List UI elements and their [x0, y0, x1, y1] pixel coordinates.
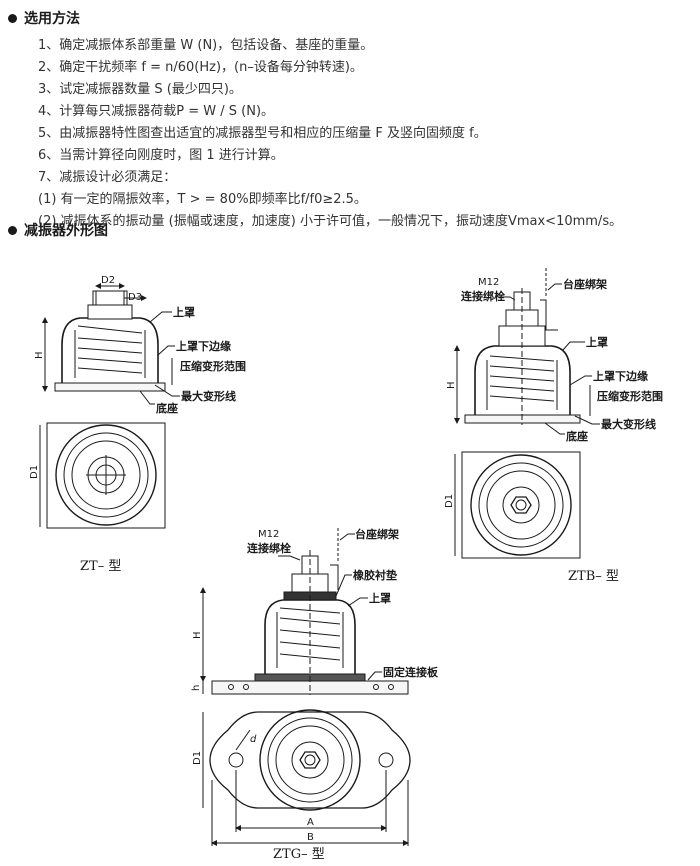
step-4: 4、计算每只减振器荷载P = W / S (N)。	[38, 104, 275, 119]
section-heading-outline: 减振器外形图	[8, 220, 108, 240]
bullet-icon	[8, 13, 17, 23]
zt-dim-h: H	[34, 351, 45, 359]
ztg-dim-d: d	[250, 734, 257, 745]
ztg-side-view	[200, 528, 409, 695]
step-7-2: (2) 减振体系的振动量 (振幅或速度，加速度) 小于许可值，一般情况下，振动速…	[38, 214, 623, 229]
step-3: 3、试定减振器数量 S (最少四只)。	[38, 82, 242, 97]
ztg-dim-m12: M12	[258, 529, 279, 540]
ztg-label-top-cover: 上罩	[369, 591, 391, 605]
zt-label-base: 底座	[156, 401, 178, 415]
ztb-dim-m12: M12	[478, 277, 499, 288]
ztg-label-bracket: 台座绑架	[355, 527, 399, 541]
ztb-label-cover-lower-edge: 上罩下边缘	[593, 369, 648, 383]
ztb-label-base: 底座	[566, 429, 588, 443]
ztg-label-bolt: 连接绑栓	[247, 541, 291, 555]
ztg-dim-h: H	[192, 631, 203, 639]
zt-label-compress-range: 压缩变形范围	[180, 359, 246, 373]
zt-top-view	[39, 422, 166, 529]
ztb-label-bolt: 连接绑栓	[461, 289, 505, 303]
section-title: 选用方法	[24, 11, 80, 27]
ztb-label-bracket: 台座绑架	[563, 277, 607, 291]
ztb-model-label: ZTB– 型	[568, 569, 619, 584]
zt-label-cover-lower-edge: 上罩下边缘	[176, 339, 231, 353]
ztg-dim-h-small: h	[191, 685, 202, 691]
step-7: 7、减振设计必须满足：	[38, 170, 177, 185]
zt-dim-d2: D2	[101, 275, 115, 286]
zt-dim-d3: D3	[128, 292, 142, 303]
bullet-icon	[8, 225, 17, 235]
ztb-side-view	[454, 268, 600, 435]
zt-label-max-deform: 最大变形线	[181, 389, 236, 403]
zt-label-top-cover: 上罩	[173, 305, 195, 319]
ztg-label-fixed-plate: 固定连接板	[383, 665, 439, 679]
ztb-dim-h: H	[446, 381, 457, 389]
zt-side-view	[42, 283, 180, 405]
step-5: 5、由减振器特性图查出适宜的减振器型号和相应的压缩量 F 及竖向固频度 f。	[38, 126, 487, 141]
step-7-1: (1) 有一定的隔振效率，T > = 80%即频率比f/f0≥2.5。	[38, 192, 367, 207]
ztg-top-view	[202, 709, 411, 846]
zt-model-label: ZT– 型	[80, 559, 121, 574]
section-title: 减振器外形图	[24, 223, 108, 239]
ztg-label-rubber-pad: 橡胶衬垫	[353, 568, 397, 582]
zt-dim-d1: D1	[29, 465, 40, 479]
step-1: 1、确定减振体系部重量 W (N)，包括设备、基座的重量。	[38, 38, 374, 53]
ztb-dim-d1: D1	[444, 494, 455, 508]
step-6: 6、当需计算径向刚度时，图 1 进行计算。	[38, 148, 284, 163]
ztb-label-compress-range: 压缩变形范围	[597, 389, 663, 403]
step-2: 2、确定干扰频率 f = n/60(Hz)，(n–设备每分钟转速)。	[38, 60, 363, 75]
ztb-label-top-cover: 上罩	[586, 335, 608, 349]
section-heading-selection: 选用方法	[8, 8, 80, 28]
ztb-top-view	[454, 451, 581, 559]
ztg-dim-b: B	[307, 832, 314, 843]
ztg-model-label: ZTG– 型	[273, 847, 325, 862]
ztb-label-max-deform: 最大变形线	[601, 417, 656, 431]
ztg-dim-d1: D1	[192, 751, 203, 765]
ztg-dim-a: A	[307, 817, 314, 828]
